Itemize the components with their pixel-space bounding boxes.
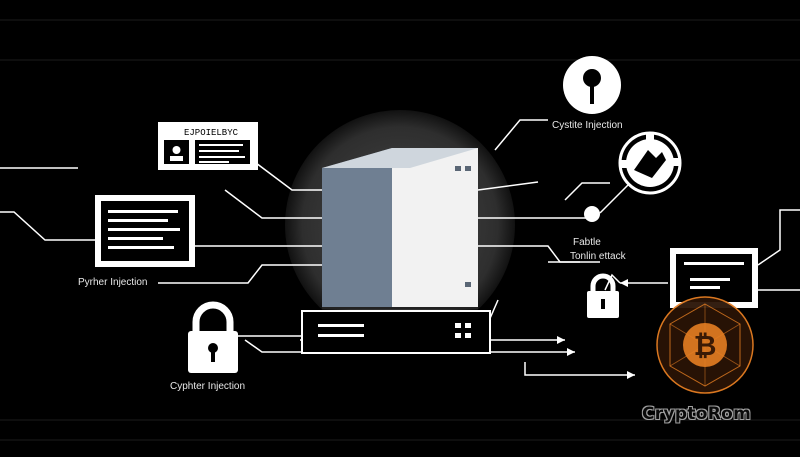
lock-icon-right xyxy=(587,273,619,318)
magnifier-icon xyxy=(563,56,621,114)
id-card-icon: EJPOIELBYC xyxy=(158,122,258,170)
rack-unit-icon xyxy=(301,310,491,354)
bitcoin-icon: ₿ xyxy=(656,296,754,394)
arrowheads xyxy=(557,279,635,379)
label-fabtle: Fabtle xyxy=(573,237,601,248)
hand-plug-icon xyxy=(618,131,682,195)
background-texture xyxy=(0,19,800,441)
document-icon xyxy=(95,195,195,267)
id-card-header: EJPOIELBYC xyxy=(184,128,239,138)
document-icon-right xyxy=(670,248,758,308)
label-pyrher-injection: Pyrher Injection xyxy=(78,277,148,288)
server-icon xyxy=(322,148,478,309)
label-cystite-injection: Cystite Injection xyxy=(552,120,623,131)
label-tonlin-ettack: Tonlin ettack xyxy=(570,251,626,262)
label-cyphter-injection: Cyphter Injection xyxy=(170,381,246,392)
lock-icon xyxy=(188,301,238,373)
node-dot xyxy=(584,206,600,222)
watermark-text: CryptoRom xyxy=(642,404,752,424)
bitcoin-symbol: ₿ xyxy=(694,329,717,362)
